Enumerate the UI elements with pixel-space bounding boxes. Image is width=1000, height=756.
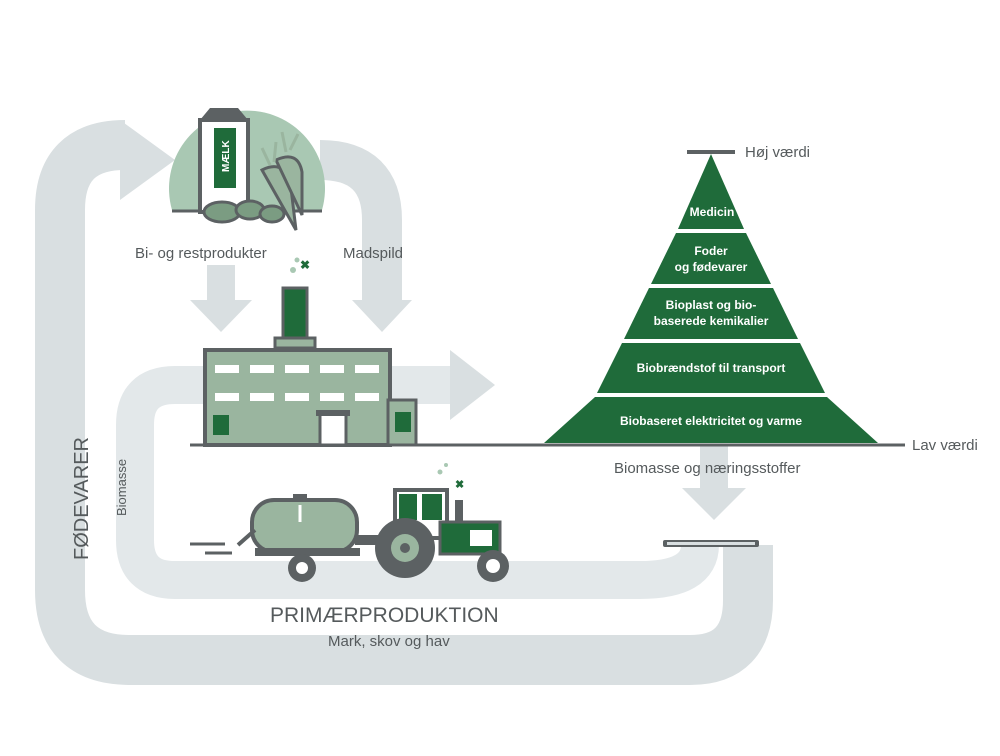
outer-loop (35, 120, 773, 685)
biomass-nutrients-arrow (663, 445, 759, 547)
pyramid-label-1: Medicin (690, 205, 735, 219)
value-pyramid: Medicin Foder og fødevarer Bioplast og b… (544, 150, 878, 443)
svg-text:✖: ✖ (300, 258, 310, 272)
primary-production-title: PRIMÆRPRODUKTION (270, 604, 499, 627)
pyramid-label-2b: og fødevarer (675, 260, 748, 274)
milk-carton-icon: MÆLK (198, 108, 250, 214)
byproducts-arrow (190, 300, 252, 332)
foodwaste-label: Madspild (343, 245, 403, 262)
pyramid-level-1 (678, 154, 744, 229)
svg-text:✖: ✖ (455, 479, 464, 491)
arrow-to-pyramid (450, 350, 495, 420)
pyramid-level-5 (544, 397, 878, 443)
food-vertical-label: FØDEVARER (71, 437, 93, 560)
byproducts-label: Bi- og restprodukter (135, 245, 267, 262)
pyramid-label-4: Biobrændstof til transport (637, 361, 786, 375)
inner-loop (116, 350, 719, 599)
high-value-label: Høj værdi (745, 144, 810, 161)
biomass-vertical-label: Biomasse (114, 459, 129, 516)
milk-label: MÆLK (221, 140, 232, 172)
pyramid-label-5: Biobaseret elektricitet og varme (620, 414, 802, 428)
potatoes-icon (202, 199, 286, 224)
pyramid-label-3a: Bioplast og bio- (666, 298, 757, 312)
pyramid-label-3b: baserede kemikalier (654, 314, 769, 328)
tractor-icon: ✖ (190, 463, 509, 582)
loop-arrow-right (120, 120, 175, 200)
carrots-icon (259, 131, 304, 231)
pyramid-label-2a: Foder (694, 244, 728, 258)
pyramid-level-4 (597, 343, 825, 393)
factory-icon: ✖ (203, 257, 418, 447)
food-circle: MÆLK (169, 108, 325, 231)
pyramid-level-3 (624, 288, 798, 339)
foodwaste-arrow (352, 300, 412, 332)
biomass-nutrients-label: Biomasse og næringsstoffer (614, 460, 800, 477)
down-arrows (190, 265, 412, 332)
pyramid-level-2 (651, 233, 771, 284)
low-value-label: Lav værdi (912, 437, 978, 454)
primary-production-subtitle: Mark, skov og hav (328, 633, 450, 650)
